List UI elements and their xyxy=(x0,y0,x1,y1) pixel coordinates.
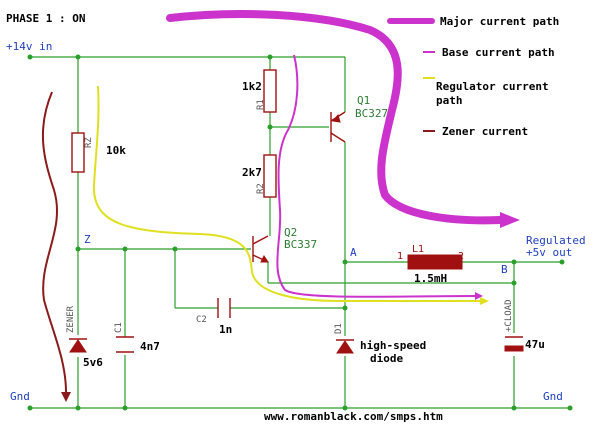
capacitor-cload xyxy=(504,336,524,352)
major-current-path xyxy=(166,10,520,228)
c1-name-label: C1 xyxy=(114,322,124,333)
cload-value-label: 47u xyxy=(525,338,545,351)
c1-value-label: 4n7 xyxy=(140,340,160,353)
legend: Major current path Base current path Reg… xyxy=(387,15,559,138)
d1-desc-label-1: high-speed xyxy=(360,339,426,352)
r1-name-label: R1 xyxy=(256,99,266,110)
gnd-left-label: Gnd xyxy=(10,390,30,403)
rz-value-label: 10k xyxy=(106,144,126,157)
transistor-q1 xyxy=(330,111,346,143)
l1-pin1-label: 1 xyxy=(397,251,403,262)
q2-name-label: Q2 xyxy=(284,226,297,239)
resistor-r2 xyxy=(263,154,277,198)
zener-value-label: 5v6 xyxy=(83,356,103,369)
regulated-label-1: Regulated xyxy=(526,234,586,247)
footer-url[interactable]: www.romanblack.com/smps.htm xyxy=(264,410,443,423)
node-z-label: Z xyxy=(84,233,91,246)
c2-name-label: C2 xyxy=(196,315,207,325)
zener-name-label: ZENER xyxy=(66,305,76,333)
node-b-label: B xyxy=(501,263,508,276)
gnd-right-label: Gnd xyxy=(543,390,563,403)
junction-dots xyxy=(27,54,573,411)
rz-name-label: RZ xyxy=(84,137,94,148)
legend-zener-text: Zener current xyxy=(442,125,528,138)
resistor-rz xyxy=(71,132,85,173)
regulator-current-path xyxy=(92,85,489,305)
d1-name-label: D1 xyxy=(334,323,344,334)
base-current-path xyxy=(276,54,483,300)
q2-part-label: BC337 xyxy=(284,238,317,251)
inductor-l1 xyxy=(407,254,463,270)
resistor-r1 xyxy=(263,69,277,113)
c2-value-label: 1n xyxy=(219,323,232,336)
r2-value-label: 2k7 xyxy=(242,166,262,179)
q1-part-label: BC327 xyxy=(355,107,388,120)
legend-regulator-text-2: path xyxy=(436,94,463,107)
regulated-label-2: +5v out xyxy=(526,246,572,259)
q1-name-label: Q1 xyxy=(357,94,370,107)
page-title: PHASE 1 : ON xyxy=(6,12,85,25)
d1-desc-label-2: diode xyxy=(370,352,403,365)
node-a-label: A xyxy=(350,246,357,259)
diode-d1 xyxy=(336,339,354,354)
legend-base-text: Base current path xyxy=(442,46,555,59)
l1-value-label: 1.5mH xyxy=(414,272,447,285)
l1-name-label: L1 xyxy=(412,244,424,255)
l1-pin2-label: 2 xyxy=(458,251,464,262)
zener-current-path xyxy=(41,91,71,402)
transistor-q2 xyxy=(252,235,269,263)
capacitor-c1 xyxy=(116,336,134,353)
r2-name-label: R2 xyxy=(256,183,266,194)
r1-value-label: 1k2 xyxy=(242,80,262,93)
legend-major-text: Major current path xyxy=(440,15,559,28)
circuit-wires xyxy=(30,56,570,409)
legend-regulator-text-1: Regulator current xyxy=(436,80,549,93)
zener-diode xyxy=(69,338,87,353)
cload-name-label: +CLOAD xyxy=(504,299,514,332)
vin-label: +14v in xyxy=(6,40,52,53)
capacitor-c2 xyxy=(217,298,231,318)
